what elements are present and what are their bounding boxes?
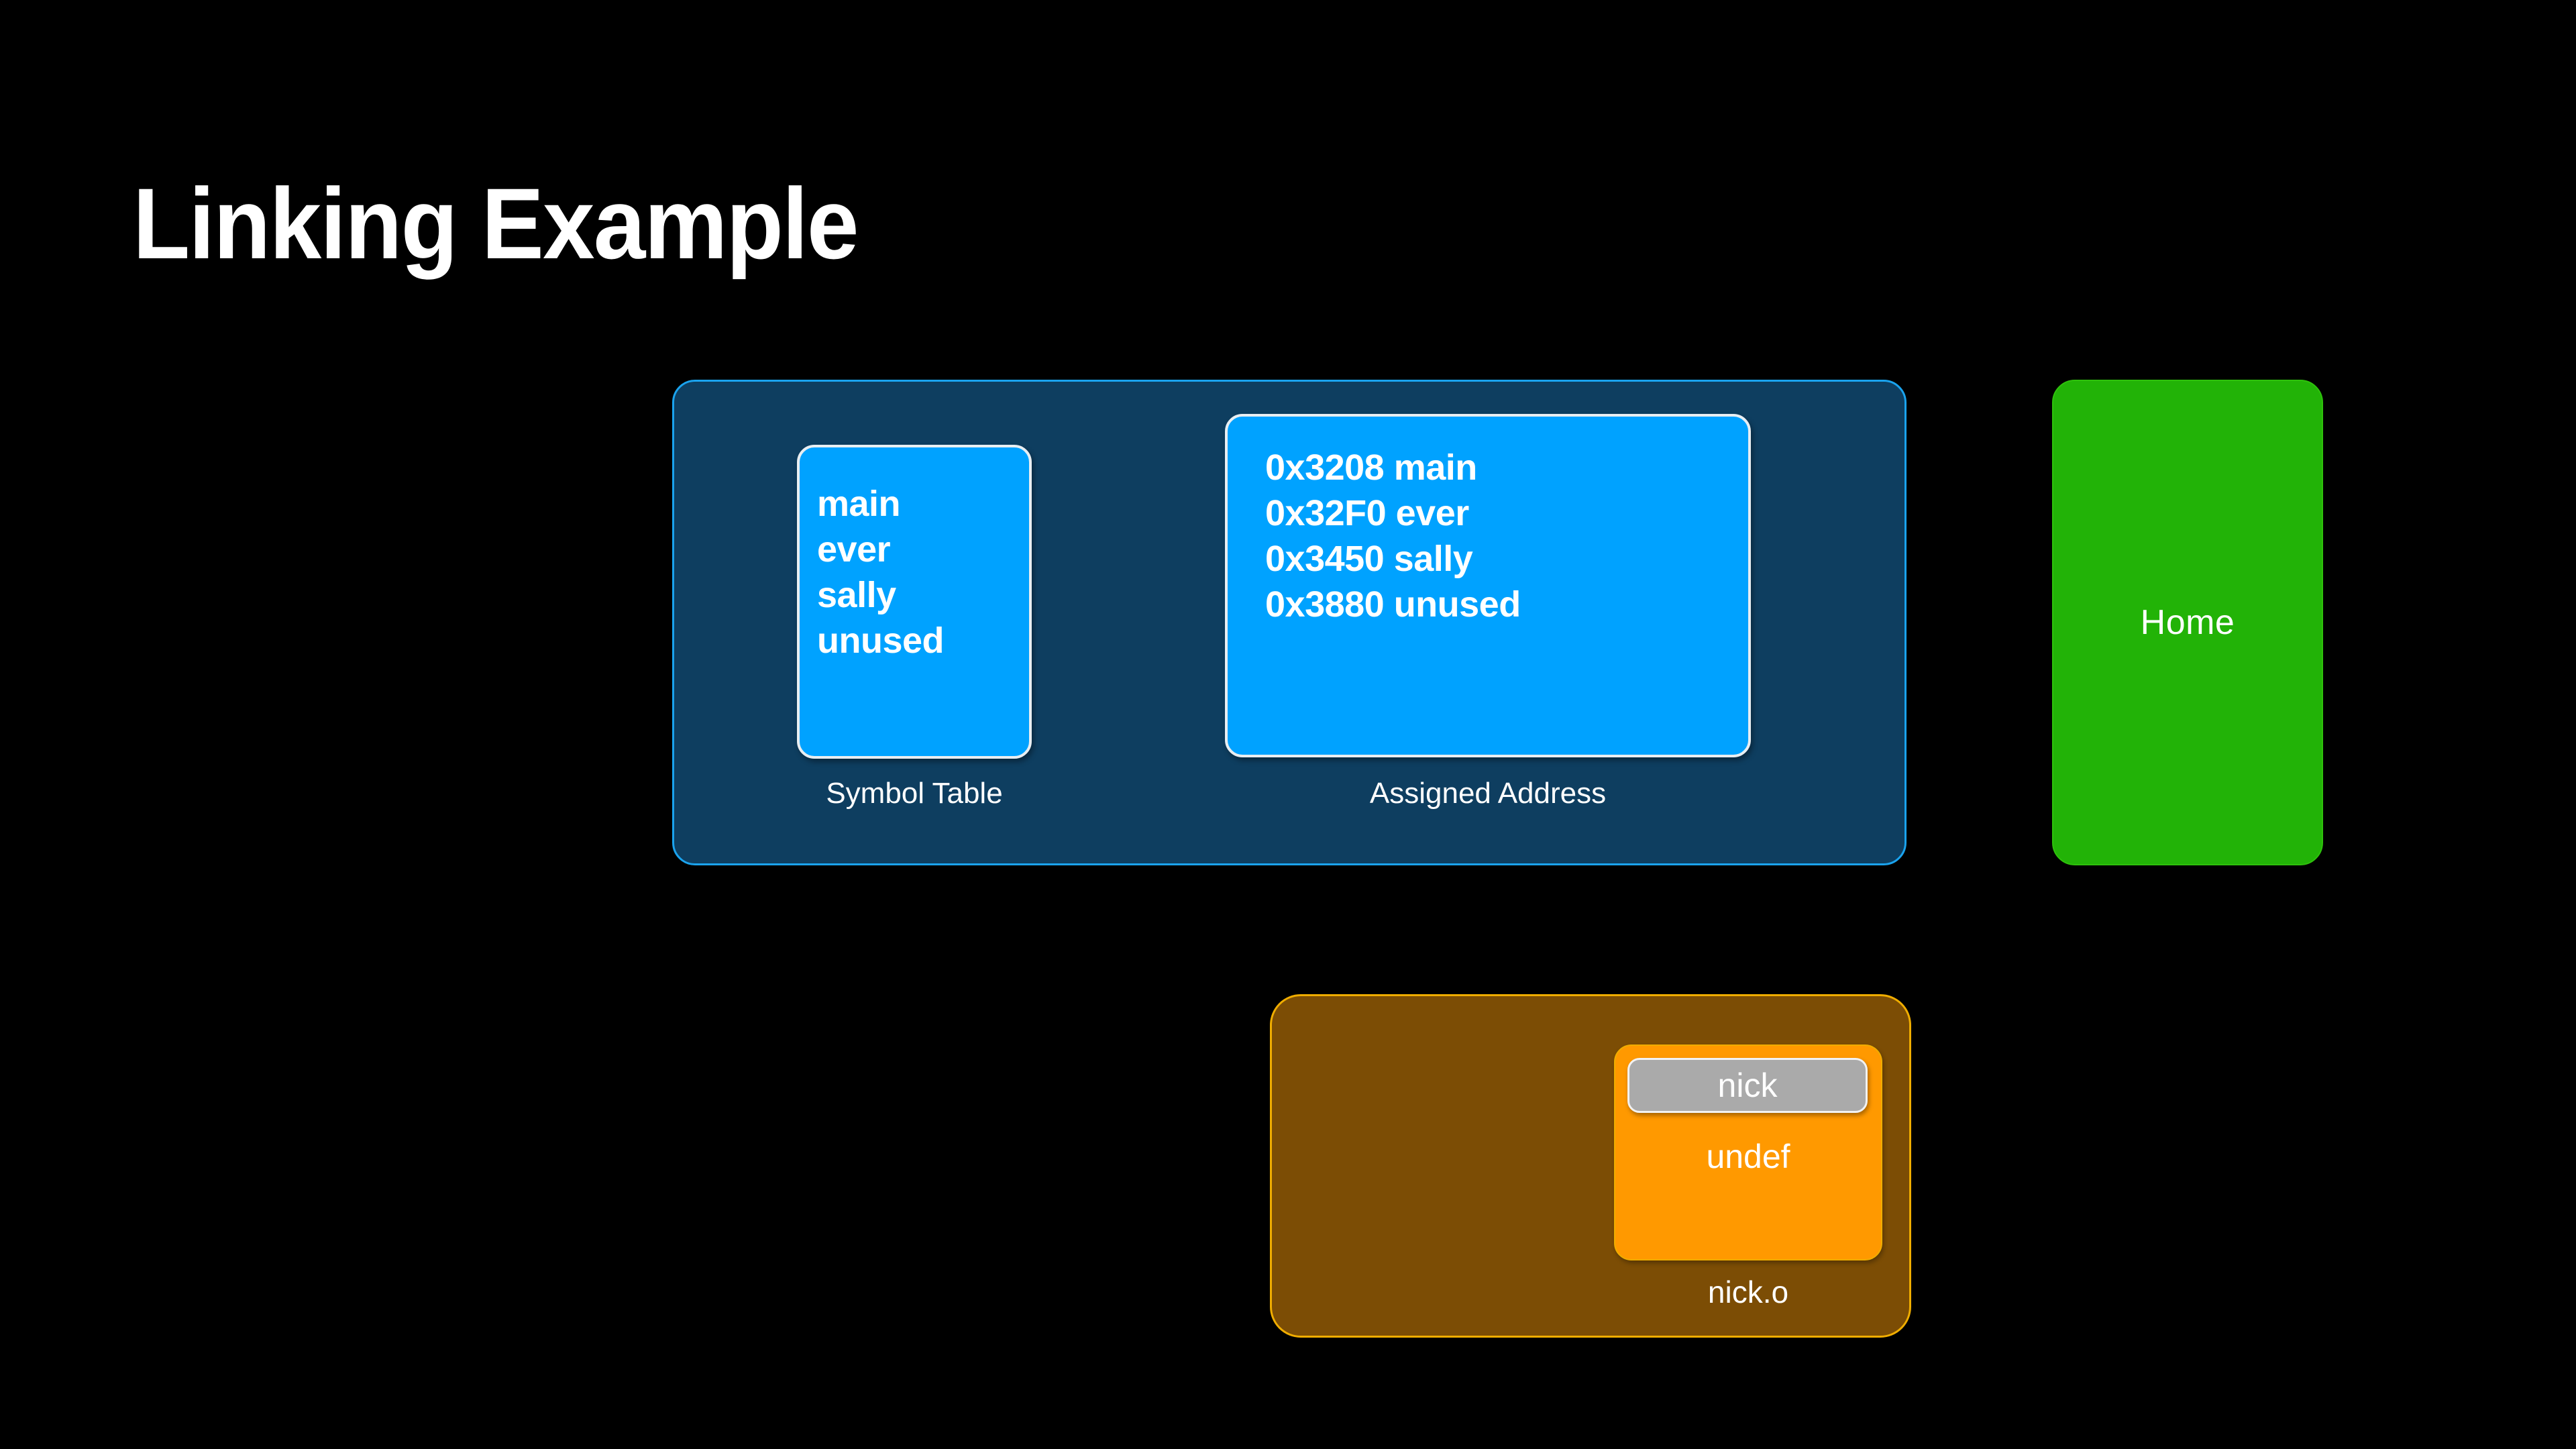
home-button-label: Home (2140, 603, 2235, 642)
symbol-table-card[interactable]: main ever sally unused (797, 445, 1032, 759)
list-item: sally (817, 575, 896, 616)
nick-symbol-button[interactable]: nick (1627, 1058, 1868, 1113)
list-item: 0x3880 unused (1265, 584, 1521, 625)
list-item: ever (817, 529, 891, 570)
linker-panel: main ever sally unused 0x3208 main 0x32F… (672, 380, 1907, 865)
assigned-address-list: 0x3208 main 0x32F0 ever 0x3450 sally 0x3… (1265, 445, 1521, 627)
symbol-table-caption: Symbol Table (826, 777, 1003, 810)
undef-status-text: undef (1706, 1138, 1790, 1175)
home-button[interactable]: Home (2052, 380, 2323, 865)
assigned-address-card[interactable]: 0x3208 main 0x32F0 ever 0x3450 sally 0x3… (1225, 414, 1751, 757)
object-file-caption: nick.o (1707, 1275, 1789, 1309)
object-file-panel: nick undef nick.o (1270, 994, 1911, 1338)
page-title: Linking Example (133, 166, 859, 280)
list-item: 0x32F0 ever (1265, 493, 1469, 534)
object-file-symbol-card[interactable]: nick undef (1614, 1044, 1882, 1260)
list-item: 0x3450 sally (1265, 539, 1473, 580)
list-item: main (817, 484, 901, 524)
assigned-address-caption: Assigned Address (1369, 777, 1607, 810)
list-item: 0x3208 main (1265, 447, 1477, 488)
nick-symbol-label: nick (1717, 1067, 1778, 1104)
symbol-list: main ever sally unused (817, 481, 945, 663)
list-item: unused (817, 621, 945, 661)
